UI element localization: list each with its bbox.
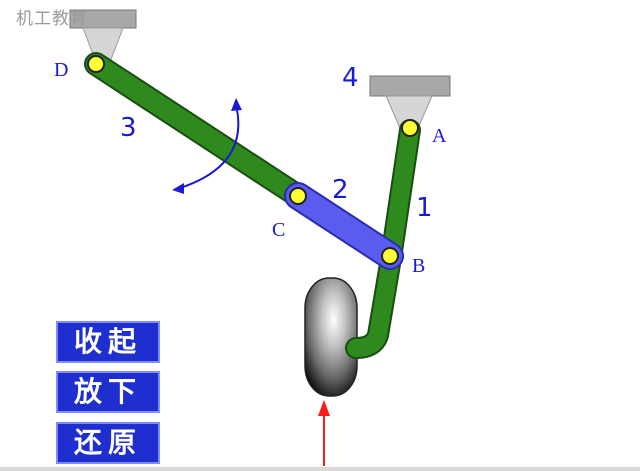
label-ground-4: 4 xyxy=(342,63,359,93)
joint-a xyxy=(401,119,419,137)
label-link-3: 3 xyxy=(120,113,137,143)
retract-button[interactable]: 收起 xyxy=(56,321,160,363)
force-arrow xyxy=(318,400,330,466)
label-link-2: 2 xyxy=(332,175,349,205)
lower-button[interactable]: 放下 xyxy=(56,371,160,413)
ground-mount-a xyxy=(369,75,451,129)
landing-wheel xyxy=(304,277,358,397)
joint-d xyxy=(87,55,105,73)
bottom-divider xyxy=(0,467,640,471)
rotation-arrow xyxy=(172,98,242,194)
joint-c xyxy=(289,187,307,205)
label-joint-b: B xyxy=(412,255,425,277)
label-link-1: 1 xyxy=(416,193,433,223)
joint-b xyxy=(381,247,399,265)
watermark: 机工教育 xyxy=(16,9,88,29)
label-joint-c: C xyxy=(272,219,285,241)
label-joint-d: D xyxy=(54,59,68,81)
label-joint-a: A xyxy=(432,125,447,147)
reset-button[interactable]: 还原 xyxy=(56,422,160,464)
